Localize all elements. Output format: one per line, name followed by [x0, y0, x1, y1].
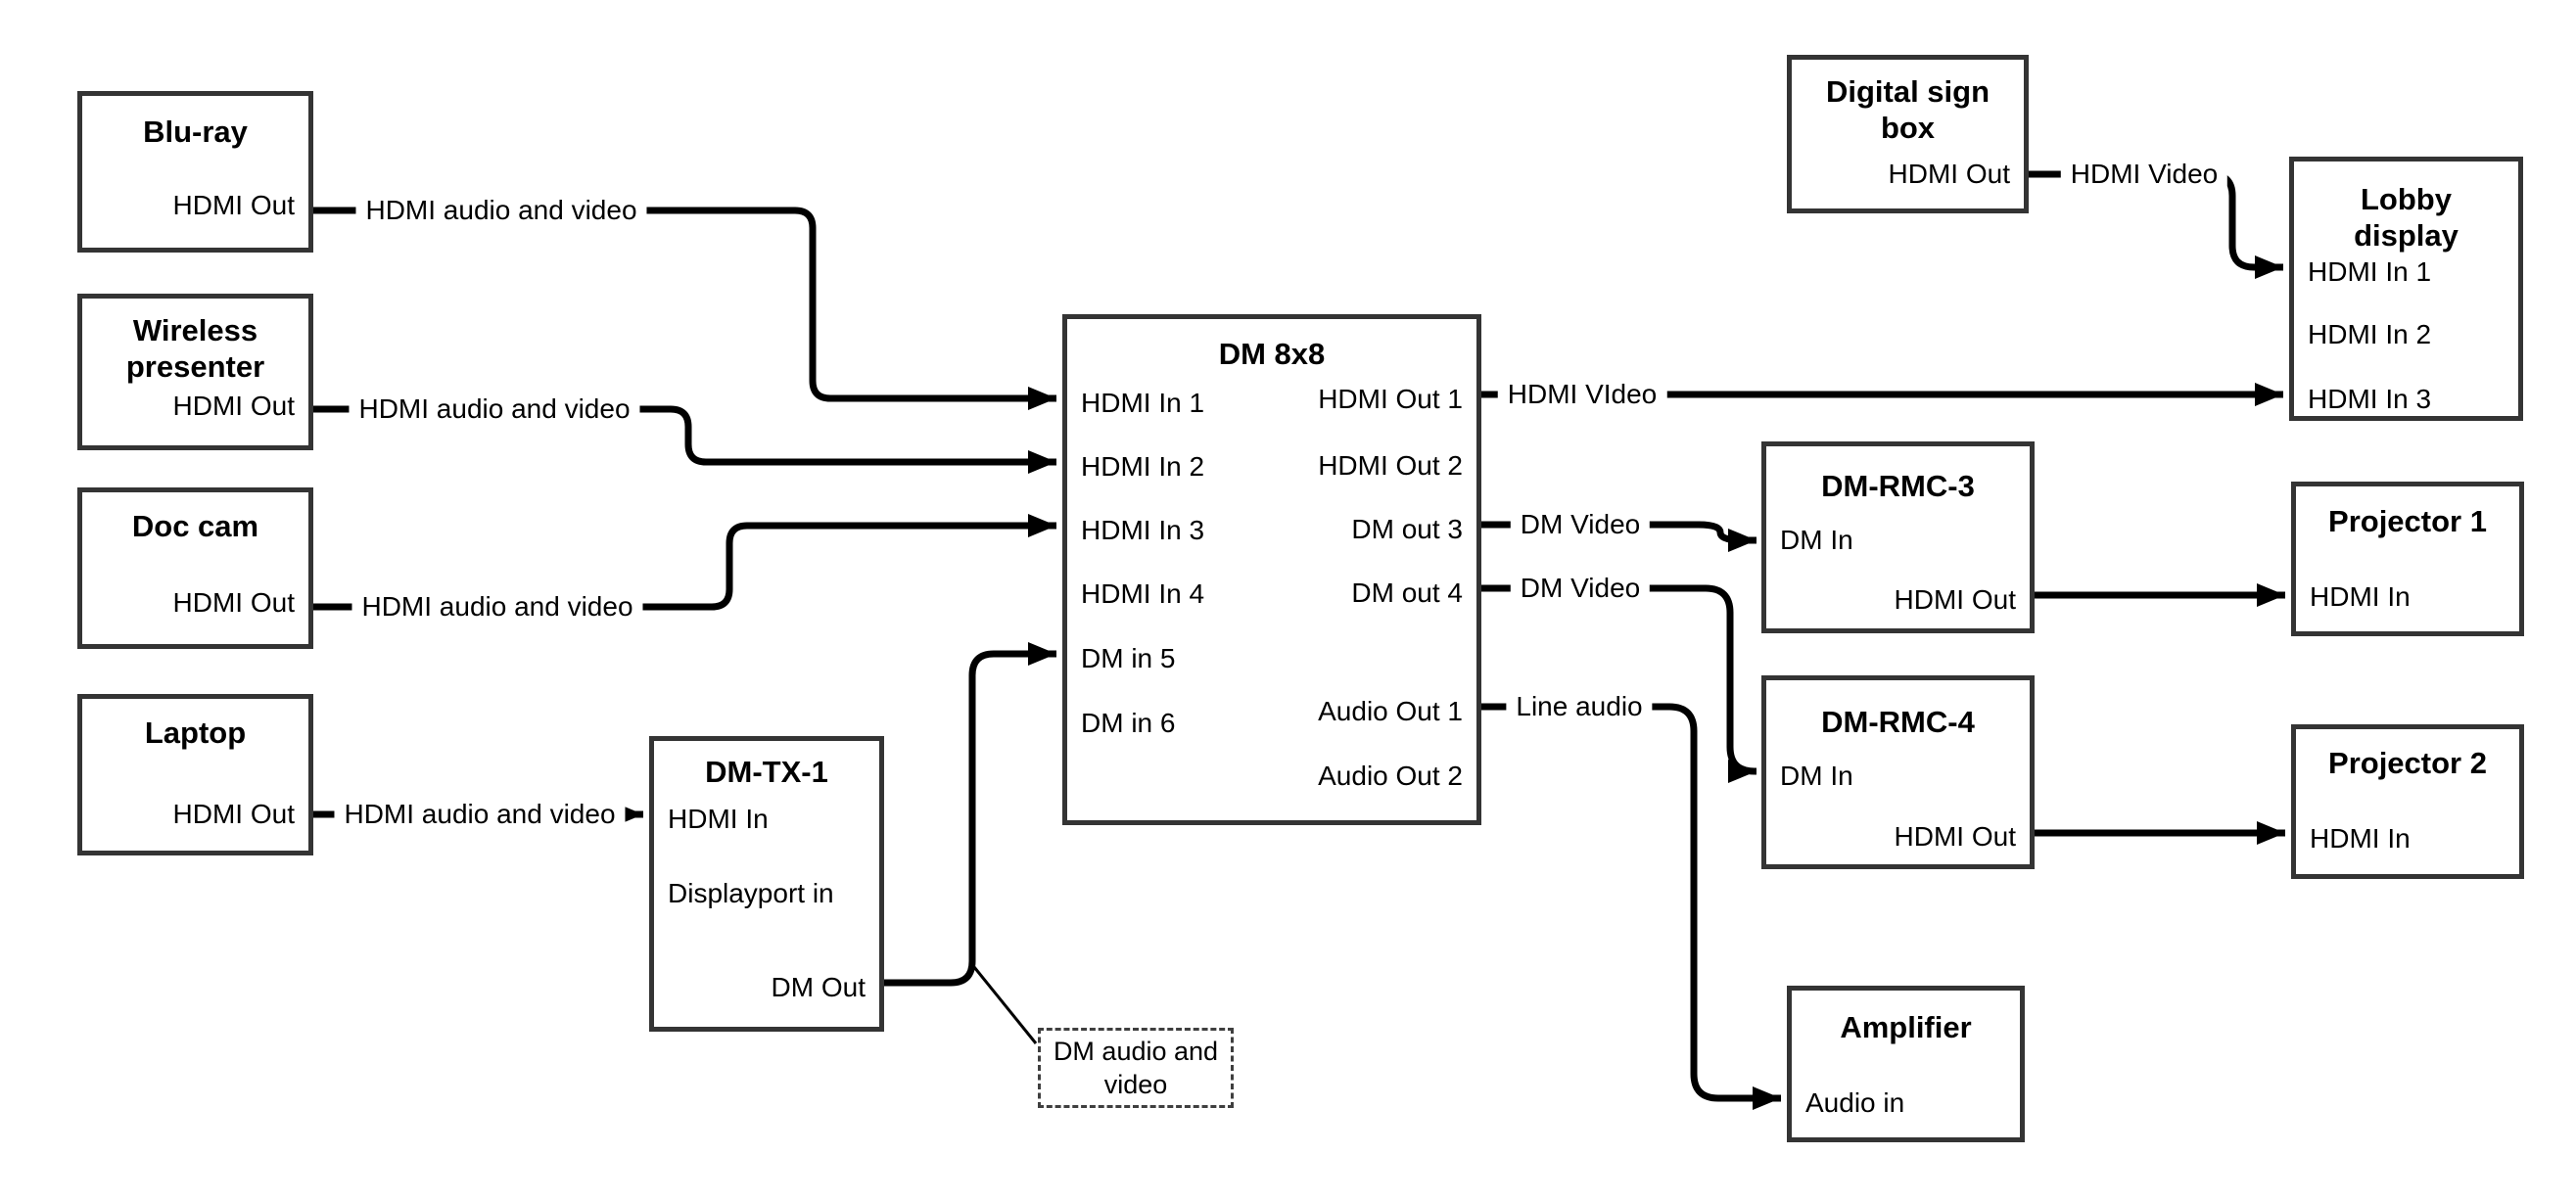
port-dm8x8-hdmi-out-2: HDMI Out 2 — [1318, 450, 1463, 481]
port-doccam-hdmi-out: HDMI Out — [172, 587, 295, 618]
node-title: Projector 1 — [2328, 504, 2487, 538]
port-dm8x8-hdmi-in-1: HDMI In 1 — [1081, 388, 1205, 418]
node-title: DM-TX-1 — [705, 755, 828, 789]
node-title: DM-RMC-3 — [1821, 469, 1975, 503]
connector-wireless-to-dm8x8-in2 — [313, 405, 1056, 474]
edge-label-bluray: HDMI audio and video — [355, 193, 647, 228]
node-title: DM-RMC-4 — [1821, 705, 1975, 739]
node-dm-rmc-4: DM-RMC-4 DM In HDMI Out — [1761, 675, 2035, 869]
callout-dm-audio-and-video: DM audio and video — [1038, 1028, 1234, 1108]
port-wireless-hdmi-out: HDMI Out — [172, 391, 295, 421]
edge-label-dm-out3: DM Video — [1510, 507, 1651, 542]
node-title: Blu-ray — [143, 115, 248, 149]
node-lobby-display: Lobby display HDMI In 1 HDMI In 2 HDMI I… — [2289, 157, 2523, 421]
node-digital-sign-box: Digital sign box HDMI Out — [1787, 55, 2029, 213]
node-projector-1: Projector 1 HDMI In — [2291, 482, 2524, 636]
port-laptop-hdmi-out: HDMI Out — [172, 799, 295, 829]
edge-label-hdmi-out1: HDMI VIdeo — [1497, 377, 1667, 412]
port-dmtx1-hdmi-in: HDMI In — [668, 804, 769, 834]
port-proj1-hdmi-in: HDMI In — [2310, 581, 2411, 612]
port-dm8x8-dm-in-5: DM in 5 — [1081, 643, 1176, 673]
node-doc-cam: Doc cam HDMI Out — [77, 487, 313, 649]
port-lobby-hdmi-in-2: HDMI In 2 — [2308, 319, 2432, 349]
edge-label-audio-out1: Line audio — [1506, 689, 1653, 724]
node-bluray: Blu-ray HDMI Out — [77, 91, 313, 253]
port-dmtx1-dm-out: DM Out — [771, 972, 866, 1002]
node-title: Wireless presenter — [125, 313, 265, 384]
connector-doccam-to-dm8x8-in3 — [313, 514, 1056, 611]
port-dmrmc4-hdmi-out: HDMI Out — [1894, 821, 2016, 852]
edge-label-wireless: HDMI audio and video — [349, 392, 640, 427]
node-amplifier: Amplifier Audio in — [1787, 986, 2025, 1142]
port-lobby-hdmi-in-3: HDMI In 3 — [2308, 384, 2432, 414]
connector-dm8x8-out3-to-dmrmc3 — [1479, 521, 1756, 552]
node-dm-rmc-3: DM-RMC-3 DM In HDMI Out — [1761, 441, 2035, 633]
port-dmtx1-displayport-in: Displayport in — [668, 878, 834, 908]
node-title: Digital sign box — [1825, 74, 1991, 145]
port-dmrmc3-hdmi-out: HDMI Out — [1894, 584, 2016, 615]
node-title: Amplifier — [1840, 1010, 1972, 1044]
port-bluray-hdmi-out: HDMI Out — [172, 190, 295, 220]
node-projector-2: Projector 2 HDMI In — [2291, 724, 2524, 879]
node-dm-8x8: DM 8x8 HDMI In 1 HDMI In 2 HDMI In 3 HDM… — [1062, 314, 1481, 825]
edge-label-dm-out4: DM Video — [1510, 571, 1651, 606]
port-dmrmc4-dm-in: DM In — [1780, 761, 1853, 791]
edge-label-laptop: HDMI audio and video — [334, 797, 626, 832]
node-title: Projector 2 — [2328, 746, 2487, 780]
port-dm8x8-hdmi-out-1: HDMI Out 1 — [1318, 384, 1463, 414]
port-digisign-hdmi-out: HDMI Out — [1888, 159, 2010, 189]
port-amplifier-audio-in: Audio in — [1805, 1087, 1905, 1118]
node-wireless-presenter: Wireless presenter HDMI Out — [77, 294, 313, 450]
edge-label-doccam: HDMI audio and video — [351, 589, 643, 624]
port-dmrmc3-dm-in: DM In — [1780, 525, 1853, 555]
callout-leader-line — [972, 966, 1038, 1044]
connector-dmtx1-to-dm8x8-in5 — [882, 642, 1056, 987]
port-lobby-hdmi-in-1: HDMI In 1 — [2308, 256, 2432, 287]
port-dm8x8-dm-in-6: DM in 6 — [1081, 708, 1176, 738]
node-title: Doc cam — [131, 509, 259, 543]
port-dm8x8-audio-out-1: Audio Out 1 — [1318, 696, 1463, 726]
node-title: Lobby display — [2354, 182, 2459, 253]
node-dm-tx-1: DM-TX-1 HDMI In Displayport in DM Out — [649, 736, 884, 1032]
connector-dm8x8-out4-to-dmrmc4 — [1479, 584, 1756, 783]
edge-label-digisign: HDMI Video — [2060, 157, 2228, 192]
port-dm8x8-dm-out-3: DM out 3 — [1351, 514, 1463, 544]
connector-bluray-to-dm8x8-in1 — [313, 207, 1056, 410]
port-proj2-hdmi-in: HDMI In — [2310, 823, 2411, 854]
port-dm8x8-hdmi-in-3: HDMI In 3 — [1081, 515, 1205, 545]
node-title: Laptop — [144, 716, 247, 750]
node-title: DM 8x8 — [1218, 337, 1326, 371]
connector-dm8x8-aout1-to-amplifier — [1479, 703, 1781, 1110]
port-dm8x8-audio-out-2: Audio Out 2 — [1318, 761, 1463, 791]
port-dm8x8-hdmi-in-2: HDMI In 2 — [1081, 451, 1205, 482]
port-dm8x8-hdmi-in-4: HDMI In 4 — [1081, 578, 1205, 609]
port-dm8x8-dm-out-4: DM out 4 — [1351, 577, 1463, 608]
node-laptop: Laptop HDMI Out — [77, 694, 313, 855]
